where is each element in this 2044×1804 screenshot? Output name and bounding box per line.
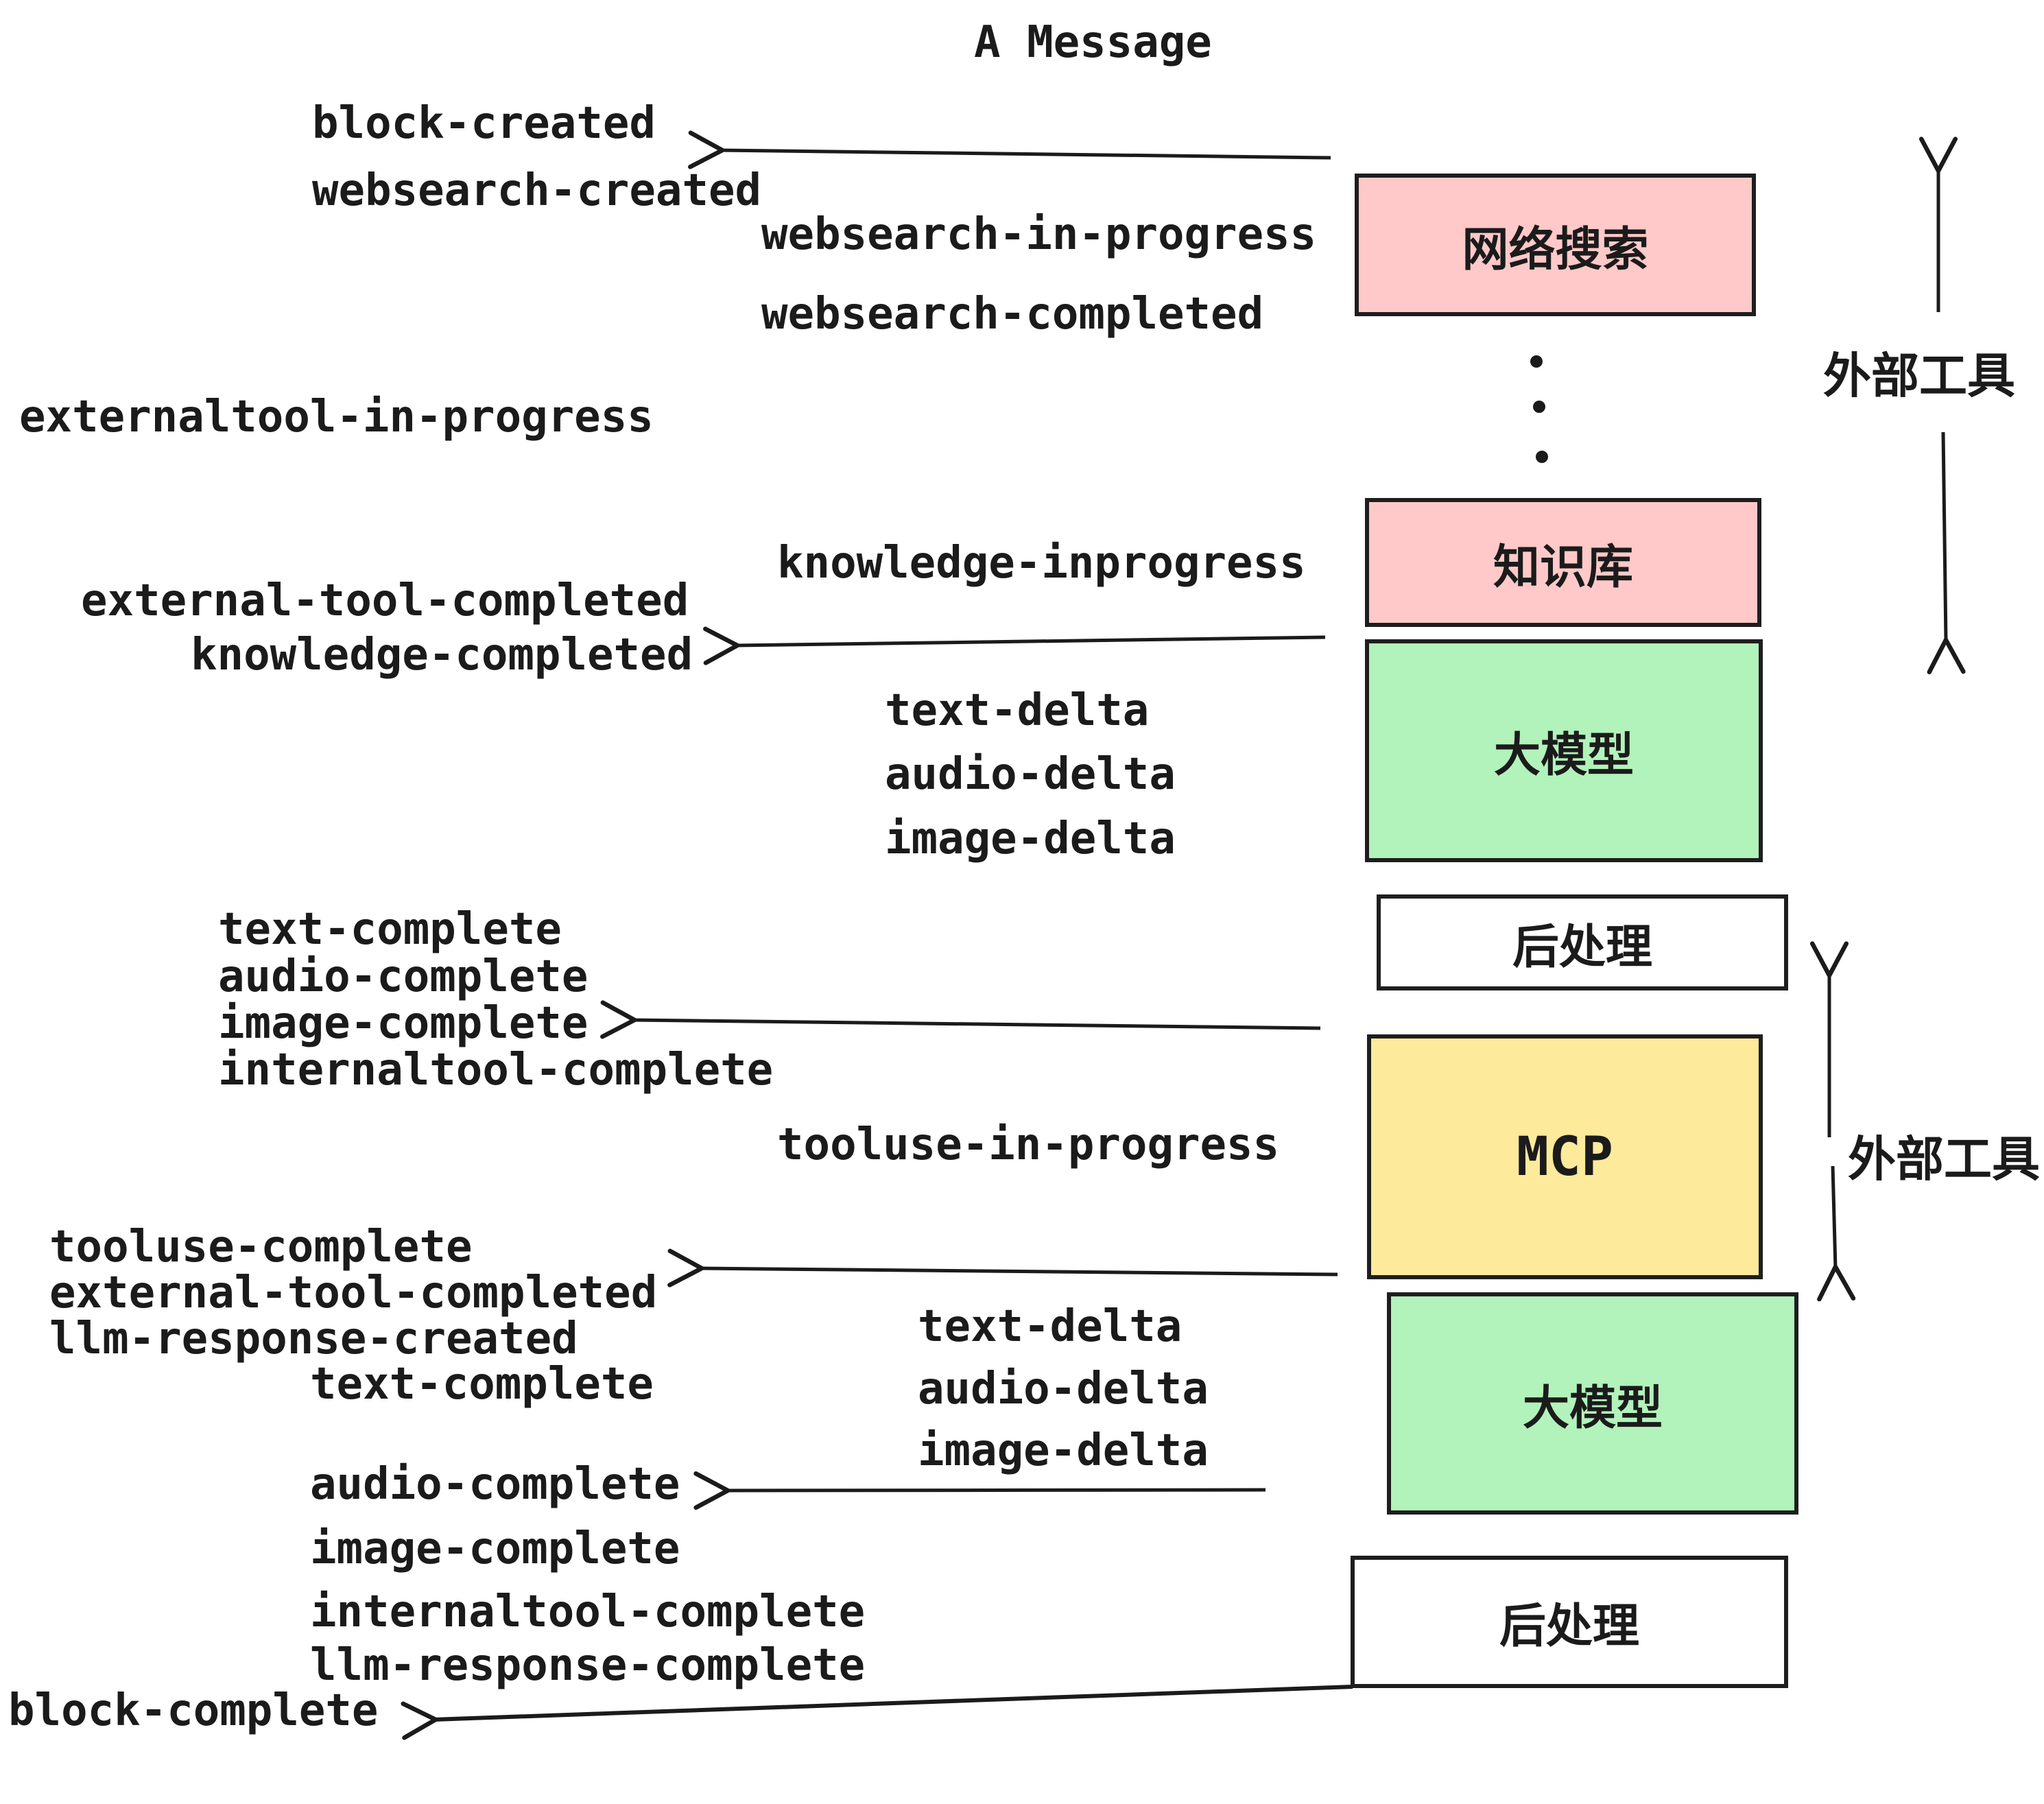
event-block-complete: block-complete — [8, 1685, 379, 1736]
event-websearch-created: websearch-created — [312, 165, 762, 216]
event-websearch-in-progress: websearch-in-progress — [761, 209, 1317, 260]
arrow-post2-to-block-complete — [401, 1685, 1353, 1740]
event-audio-delta-2: audio-delta — [918, 1364, 1209, 1414]
external-tools-annotation-1: 外部工具 — [1819, 337, 2019, 407]
box-mcp: MCP — [1367, 1034, 1763, 1279]
box-post-process-2-label: 后处理 — [1499, 1600, 1639, 1654]
box-llm-1-label: 大模型 — [1493, 728, 1634, 783]
event-text-complete-2: text-complete — [310, 1359, 654, 1410]
event-knowledge-completed: knowledge-completed — [191, 630, 693, 680]
event-audio-delta-1: audio-delta — [885, 749, 1176, 800]
event-image-delta-1: image-delta — [885, 814, 1176, 864]
arrow-llm2-to-complete-events — [693, 1471, 1266, 1510]
event-externaltool-in-progress: externaltool-in-progress — [19, 392, 654, 442]
event-image-complete-2: image-complete — [310, 1523, 680, 1574]
event-internaltool-complete-1: internaltool-complete — [218, 1045, 774, 1095]
box-knowledge-base-label: 知识库 — [1493, 540, 1633, 595]
box-websearch-label: 网络搜索 — [1462, 222, 1649, 277]
page-title: A Message — [974, 17, 1212, 68]
event-knowledge-inprogress: knowledge-inprogress — [777, 538, 1306, 589]
external-tools-arrow-down-2 — [1817, 1165, 1856, 1302]
event-external-tool-completed: external-tool-completed — [81, 575, 689, 626]
event-external-tool-completed-2: external-tool-completed — [49, 1268, 658, 1318]
external-tools-annotation-2: 外部工具 — [1844, 1121, 2044, 1190]
event-audio-complete-1: audio-complete — [218, 951, 589, 1002]
event-llm-response-complete: llm-response-complete — [310, 1640, 866, 1691]
arrow-mcp-to-tooluse-events — [667, 1248, 1338, 1287]
event-block-created: block-created — [312, 98, 656, 149]
box-websearch: 网络搜索 — [1355, 174, 1756, 316]
external-tools-arrow-down-1 — [1927, 431, 1966, 674]
box-post-process-2: 后处理 — [1351, 1556, 1788, 1688]
event-text-delta-1: text-delta — [885, 685, 1150, 736]
event-websearch-completed: websearch-completed — [761, 289, 1264, 340]
box-mcp-label: MCP — [1517, 1126, 1613, 1188]
event-internaltool-complete-2: internaltool-complete — [310, 1587, 866, 1637]
box-llm-2-label: 大模型 — [1522, 1381, 1663, 1436]
box-post-process-1: 后处理 — [1377, 894, 1788, 990]
ellipsis-dots-icon — [1530, 355, 1548, 463]
arrow-websearch-to-created-events — [688, 130, 1331, 169]
event-image-complete-1: image-complete — [218, 998, 589, 1049]
box-knowledge-base: 知识库 — [1365, 498, 1761, 627]
box-llm-2: 大模型 — [1387, 1292, 1798, 1515]
event-text-complete-1: text-complete — [218, 904, 562, 955]
event-tooluse-in-progress: tooluse-in-progress — [777, 1119, 1280, 1170]
box-llm-1: 大模型 — [1365, 639, 1763, 862]
event-llm-response-created: llm-response-created — [49, 1314, 578, 1364]
box-post-process-1-label: 后处理 — [1512, 920, 1652, 975]
event-audio-complete-2: audio-complete — [310, 1459, 680, 1510]
event-text-delta-2: text-delta — [918, 1301, 1183, 1352]
arrow-post1-to-complete-events — [600, 1000, 1321, 1039]
event-tooluse-complete: tooluse-complete — [49, 1222, 473, 1272]
event-image-delta-2: image-delta — [918, 1425, 1209, 1476]
arrow-knowledge-to-completed-events — [703, 626, 1326, 665]
